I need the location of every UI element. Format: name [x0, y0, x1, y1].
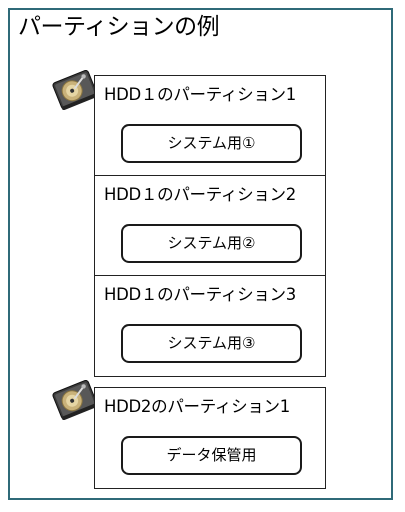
diagram-title: パーティションの例: [18, 14, 220, 40]
disk-2: HDD2のパーティション1 データ保管用: [94, 387, 326, 489]
partition-label: HDD2のパーティション1: [104, 397, 290, 416]
hard-disk-icon: [52, 70, 98, 110]
partition-box: HDD１のパーティション2 システム用②: [95, 176, 325, 276]
partition-usage-box: データ保管用: [121, 436, 302, 475]
partition-usage-box: システム用②: [121, 224, 302, 263]
partition-label: HDD１のパーティション2: [104, 185, 296, 204]
partition-usage-box: システム用①: [121, 124, 302, 163]
disk-1: HDD１のパーティション1 システム用① HDD１のパーティション2 システム用…: [94, 75, 326, 377]
partition-label: HDD１のパーティション1: [104, 85, 296, 104]
partition-box: HDD１のパーティション3 システム用③: [95, 276, 325, 376]
hard-disk-icon: [52, 380, 98, 420]
partition-box: HDD2のパーティション1 データ保管用: [95, 388, 325, 488]
partition-box: HDD１のパーティション1 システム用①: [95, 76, 325, 176]
partition-usage-box: システム用③: [121, 324, 302, 363]
partition-label: HDD１のパーティション3: [104, 285, 296, 304]
